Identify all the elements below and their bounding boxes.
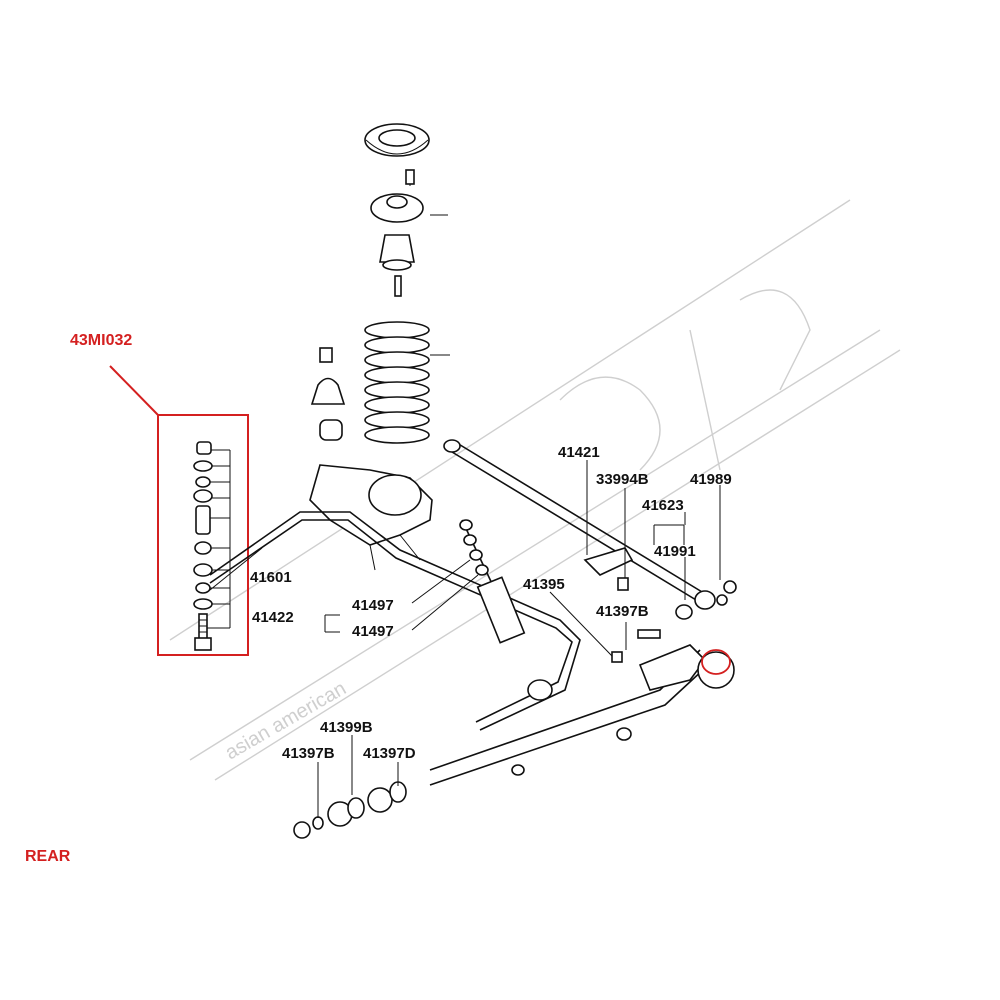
- label-41395: 41395: [523, 576, 565, 593]
- callout-part-number: 43MI032: [70, 332, 132, 349]
- label-41497-upper: 41497: [352, 597, 394, 614]
- label-41623: 41623: [642, 497, 684, 514]
- lower-arm: [429, 629, 735, 786]
- label-41397b-lower: 41397B: [282, 745, 335, 762]
- coil-spring: [364, 321, 450, 444]
- stabilizer-bracket: [310, 347, 346, 441]
- label-41989: 41989: [690, 471, 732, 488]
- bushing-set-lower: [293, 781, 407, 839]
- label-41497-lower: 41497: [352, 623, 394, 640]
- callout-leader-line: [109, 365, 159, 416]
- label-41422: 41422: [252, 609, 294, 626]
- shock-absorber: [459, 519, 553, 701]
- label-33994b: 33994B: [596, 471, 649, 488]
- stabilizer-link-kit: [193, 441, 231, 651]
- label-41601: 41601: [250, 569, 292, 586]
- lateral-rod: [443, 439, 716, 610]
- bracket-41421: [583, 547, 737, 663]
- label-41399b: 41399B: [320, 719, 373, 736]
- differential-housing: [309, 464, 433, 571]
- stabilizer-bar: [209, 511, 581, 731]
- label-41397b-upper: 41397B: [596, 603, 649, 620]
- label-41991: 41991: [654, 543, 696, 560]
- leader-lines: [209, 460, 721, 818]
- callout-box: [157, 414, 249, 656]
- label-41421: 41421: [558, 444, 600, 461]
- position-label: REAR: [25, 848, 71, 865]
- upper-spring-mount: [364, 123, 448, 297]
- label-41397d: 41397D: [363, 745, 416, 762]
